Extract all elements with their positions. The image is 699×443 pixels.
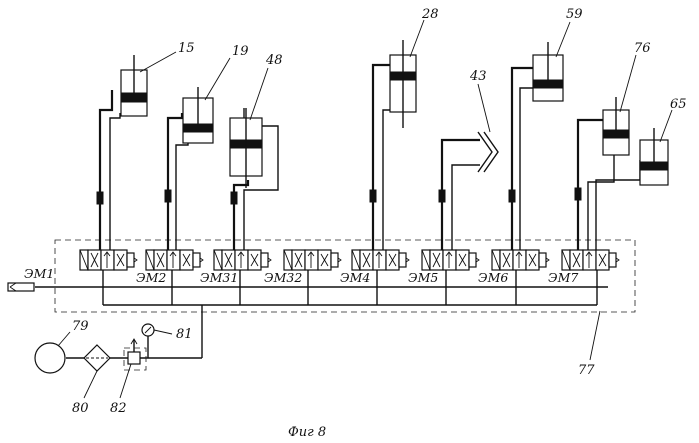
pump-79 [35, 343, 65, 373]
solenoid-valve [146, 250, 203, 270]
valve-label-em7: ЭМ7 [548, 270, 578, 285]
figure-caption: Фиг 8 [288, 425, 326, 440]
line-filter-block [575, 188, 581, 200]
gauge-label: 81 [176, 327, 193, 342]
block-label-77: 77 [578, 363, 595, 378]
valve-label-em2: ЭМ2 [136, 270, 166, 285]
solenoid-valve [284, 250, 341, 270]
cylinder-label-28: 28 [421, 7, 439, 22]
valve-82-label: 82 [110, 401, 127, 416]
line-filter-block [439, 190, 445, 202]
cylinder-label-19: 19 [232, 44, 249, 59]
valve-label-em31: ЭМ31 [200, 270, 238, 285]
line-filter-block [97, 192, 103, 204]
cylinder-15 [121, 55, 147, 116]
solenoid-valve [422, 250, 479, 270]
manifold-lines [35, 270, 608, 358]
cylinder-65 [640, 128, 668, 185]
filter-80 [84, 345, 110, 371]
valve-label-em4: ЭМ4 [340, 270, 370, 285]
line-filters [97, 188, 581, 204]
valve-82 [124, 339, 146, 370]
cylinder-label-59: 59 [566, 7, 583, 22]
line-filter-block [370, 190, 376, 202]
solenoid-valve [492, 250, 549, 270]
valve-label-em1: ЭМ1 [24, 266, 54, 281]
line-filter-block [231, 192, 237, 204]
valve-label-em5: ЭМ5 [408, 270, 438, 285]
inlet-connector [8, 283, 34, 291]
solenoid-valve [562, 250, 619, 270]
pressure-gauge-81 [142, 324, 154, 358]
cylinder-label-15: 15 [178, 41, 195, 56]
hydraulic-motor-43 [478, 132, 498, 172]
cylinder-label-65: 65 [670, 97, 687, 112]
line-filter-block [165, 190, 171, 202]
cylinder-48 [230, 108, 262, 188]
filter-label: 80 [72, 401, 89, 416]
solenoid-valve [214, 250, 271, 270]
line-filter-block [509, 190, 515, 202]
cylinder-label-76: 76 [634, 41, 651, 56]
cylinder-28 [390, 40, 416, 128]
cylinder-label-48: 48 [265, 53, 283, 68]
solenoid-valve [80, 250, 137, 270]
valve-label-em32: ЭМ32 [264, 270, 302, 285]
motor-label-43: 43 [469, 69, 487, 84]
valve-row [80, 250, 619, 270]
pump-label: 79 [72, 319, 89, 334]
cylinder-76 [603, 97, 629, 155]
solenoid-valve [352, 250, 409, 270]
valve-label-em6: ЭМ6 [478, 270, 508, 285]
leader-lines [58, 20, 672, 398]
cylinder-19 [183, 87, 213, 143]
